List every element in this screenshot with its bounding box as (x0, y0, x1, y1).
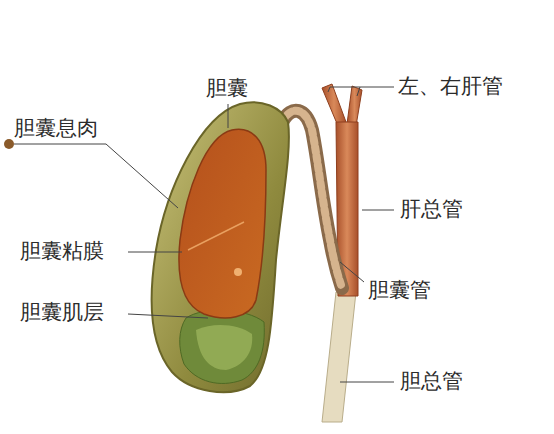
gallbladder-wall (152, 102, 289, 392)
cystic-duct-spiral (282, 111, 342, 288)
polyp-marker (4, 139, 14, 149)
leader-line (128, 314, 208, 318)
gallbladder-lumen (179, 129, 266, 318)
part-label: 胆总管 (400, 369, 463, 393)
mucosa-fold (188, 222, 244, 250)
leader-line (228, 104, 229, 128)
cystic-duct (282, 111, 342, 288)
leader-line (357, 87, 360, 96)
polyp-bump (234, 268, 242, 276)
part-label: 左、右肝管 (398, 74, 503, 98)
muscle-layer (180, 310, 265, 383)
left-hepatic-duct (322, 84, 346, 126)
muscle-layer-highlight (196, 325, 252, 370)
part-label: 肝总管 (400, 197, 463, 221)
leader-line (128, 252, 182, 253)
part-label: 胆囊肌层 (20, 300, 104, 324)
part-label: 胆囊息肉 (14, 116, 98, 140)
leader-line (14, 144, 178, 208)
leader-line (340, 262, 364, 282)
leader-lines (14, 87, 394, 382)
part-label: 胆囊管 (368, 278, 431, 302)
leader-line (328, 87, 394, 92)
common-bile-duct (322, 292, 356, 422)
leader-line (362, 210, 394, 211)
leader-line (340, 382, 394, 383)
part-label: 胆囊粘膜 (20, 239, 104, 263)
part-label: 胆囊 (206, 76, 248, 100)
right-hepatic-duct (347, 86, 362, 126)
